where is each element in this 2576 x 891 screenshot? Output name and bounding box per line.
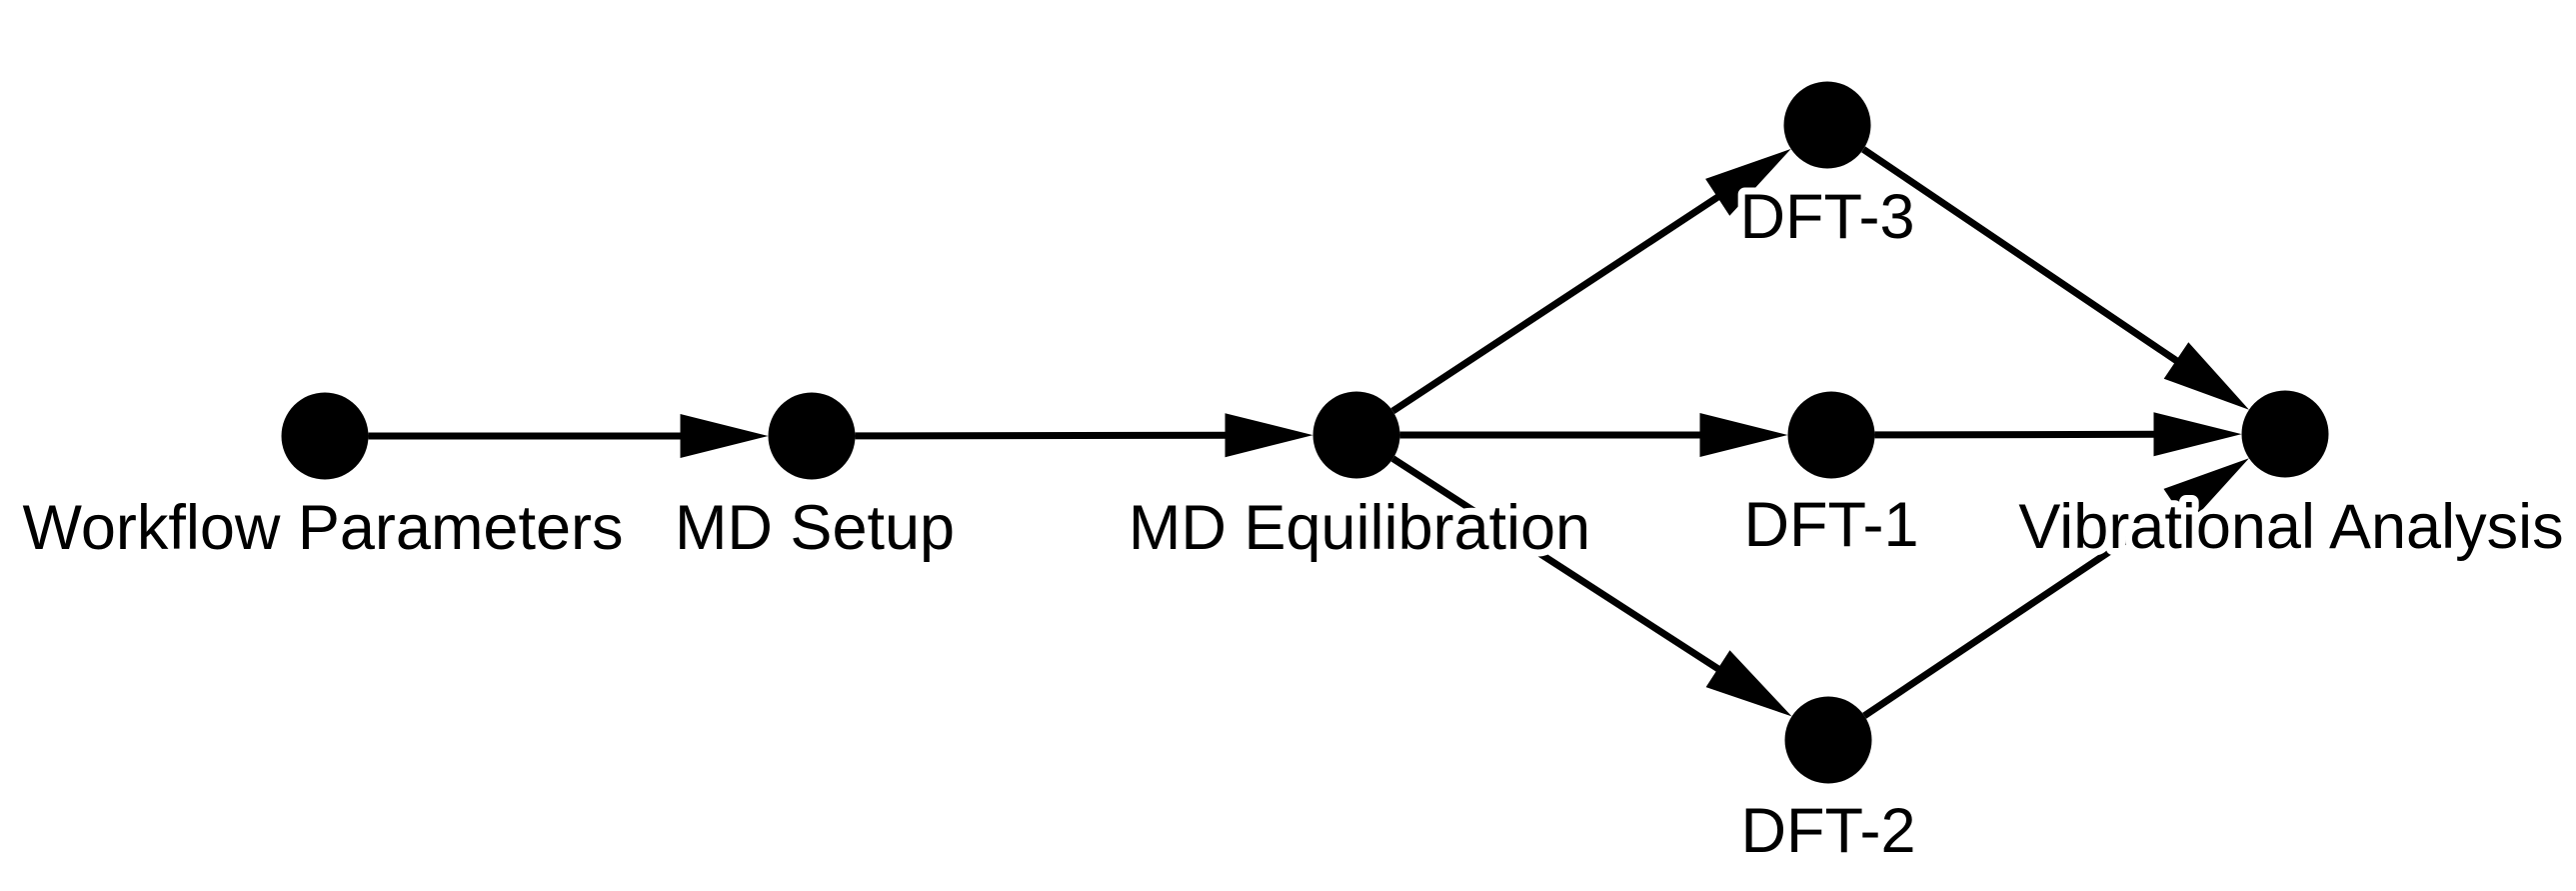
edge-dft-2-to-vibrational-analysis (1862, 501, 2182, 719)
node-workflow-parameters (281, 392, 369, 480)
edge-dft-1-to-vibrational-analysis (1874, 430, 2158, 439)
arrowhead-md-equilibration-to-dft-2 (1705, 650, 1792, 717)
arrowhead-dft-3-to-vibrational-analysis (2163, 342, 2249, 410)
arrowhead-md-setup-to-md-equilibration (1225, 413, 1313, 458)
arrowhead-md-equilibration-to-dft-3 (1705, 148, 1791, 216)
arrowhead-dft-2-to-vibrational-analysis (2163, 458, 2249, 526)
edge-md-equilibration-to-dft-3 (1390, 192, 1723, 415)
node-md-setup (768, 392, 856, 480)
edge-md-setup-to-md-equilibration (855, 431, 1230, 440)
node-dft-3 (1783, 81, 1871, 169)
node-dft-1 (1787, 391, 1875, 479)
node-vibrational-analysis (2241, 390, 2329, 478)
node-label-dft-3: DFT-3 (1739, 182, 1914, 252)
edge-md-equilibration-to-dft-2 (1390, 455, 1723, 674)
node-dft-2 (1784, 696, 1872, 784)
edge-dft-3-to-vibrational-analysis (1861, 146, 2182, 366)
node-md-equilibration (1312, 391, 1400, 479)
node-label-workflow-parameters: Workflow Parameters (23, 493, 624, 563)
node-label-vibrational-analysis: Vibrational Analysis (2018, 492, 2563, 562)
arrowhead-md-equilibration-to-dft-1 (1699, 413, 1788, 457)
arrowhead-dft-1-to-vibrational-analysis (2153, 412, 2242, 457)
arrowhead-workflow-parameters-to-md-setup (680, 414, 769, 458)
node-label-dft-2: DFT-2 (1740, 796, 1915, 866)
node-label-dft-1: DFT-1 (1743, 490, 1918, 560)
node-label-md-setup: MD Setup (675, 493, 955, 563)
node-label-md-equilibration: MD Equilibration (1129, 493, 1590, 563)
